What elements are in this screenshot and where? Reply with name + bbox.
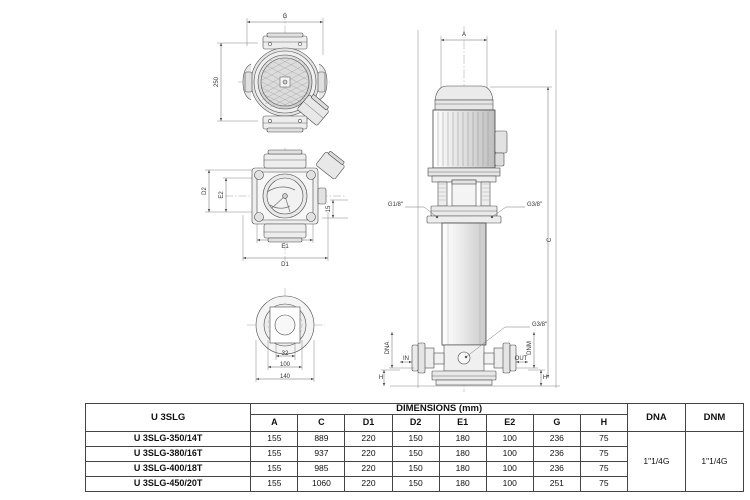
cell-h: 75 [579,445,628,462]
col-d2: D2 [391,413,440,432]
table-row: U 3SLG-450/20T 155 1060 220 150 180 100 … [84,475,744,492]
dim-label-250: 250 [214,76,220,87]
dim-label-dnm: DNM [527,341,533,355]
cell-d1: 220 [344,430,393,447]
col-h: H [579,413,628,432]
table-row: U 3SLG-400/18T 155 985 220 150 180 100 2… [84,460,744,477]
cell-e2: 100 [485,475,534,492]
cell-model: U 3SLG-400/18T [84,460,252,477]
table-row: U 3SLG-350/14T 155 889 220 150 180 100 2… [84,430,745,492]
dim-label-32: 32 [282,351,289,357]
cell-dna: 1"1/4G [626,430,686,492]
cell-e1: 180 [438,445,487,462]
dim-label-140: 140 [280,374,291,380]
flange-view-group [247,288,325,382]
top-view-group [217,12,330,133]
dim-label-e1: E1 [281,244,289,250]
header-dnm: DNM [684,403,745,432]
col-g: G [532,413,581,432]
col-c: C [297,413,346,432]
header-dna: DNA [626,403,686,432]
dim-label-e2: E2 [219,191,225,199]
cell-model: U 3SLG-380/16T [84,445,252,462]
callout-g38-bottom: G3/8" [532,322,547,328]
cell-d2: 150 [391,430,440,447]
dim-label-dna: DNA [385,342,391,355]
cell-e2: 100 [485,445,534,462]
dim-label-100: 100 [280,362,291,368]
cell-d1: 220 [344,460,393,477]
dim-label-15: 15 [326,205,332,212]
callout-g38-top: G3/8" [527,202,542,208]
cell-g: 236 [532,460,581,477]
cell-e2: 100 [485,430,534,447]
cell-model: U 3SLG-350/14T [84,430,252,447]
cell-e2: 100 [485,460,534,477]
cell-e1: 180 [438,475,487,492]
cell-d2: 150 [391,460,440,477]
cell-d1: 220 [344,445,393,462]
cell-c: 1060 [297,475,346,492]
cell-h: 75 [579,460,628,477]
dim-label-in: IN [403,356,409,362]
col-a: A [250,413,299,432]
dim-label-h-left: H [379,375,383,381]
dim-label-g: G [283,14,288,20]
cell-d2: 150 [391,475,440,492]
dim-label-c: C [547,237,553,242]
dim-label-h-right: H [543,375,547,381]
dim-label-out: OUT [515,356,528,362]
cell-g: 236 [532,430,581,447]
cell-g: 236 [532,445,581,462]
cell-model: U 3SLG-450/20T [84,475,252,492]
cell-a: 155 [250,475,299,492]
cell-dnm: 1"1/4G [684,430,745,492]
cell-a: 155 [250,445,299,462]
callout-g18: G1/8" [388,202,403,208]
cell-a: 155 [250,430,299,447]
header-model: U 3SLG [84,403,252,432]
cell-h: 75 [579,430,628,447]
dim-label-d2: D2 [202,187,208,195]
plan-view-group [205,148,348,262]
table-row: U 3SLG-380/16T 155 937 220 150 180 100 2… [84,445,744,462]
table-header-row-1: U 3SLG DIMENSIONS (mm) DNA DNM [84,403,745,432]
cell-e1: 180 [438,430,487,447]
cell-d1: 220 [344,475,393,492]
cell-d2: 150 [391,445,440,462]
header-dimensions: DIMENSIONS (mm) [250,403,628,415]
cell-c: 985 [297,460,346,477]
col-e1: E1 [438,413,487,432]
col-d1: D1 [344,413,393,432]
dim-label-a: A [462,32,466,38]
cell-c: 889 [297,430,346,447]
dimensions-table: U 3SLG DIMENSIONS (mm) DNA DNM A C D1 D2… [84,403,745,492]
cell-a: 155 [250,460,299,477]
cell-h: 75 [579,475,628,492]
cell-g: 251 [532,475,581,492]
elevation-view-group [381,26,560,392]
cell-e1: 180 [438,460,487,477]
dim-label-d1: D1 [281,262,289,268]
dimensions-table-wrap: U 3SLG DIMENSIONS (mm) DNA DNM A C D1 D2… [84,403,745,492]
cell-c: 937 [297,445,346,462]
col-e2: E2 [485,413,534,432]
